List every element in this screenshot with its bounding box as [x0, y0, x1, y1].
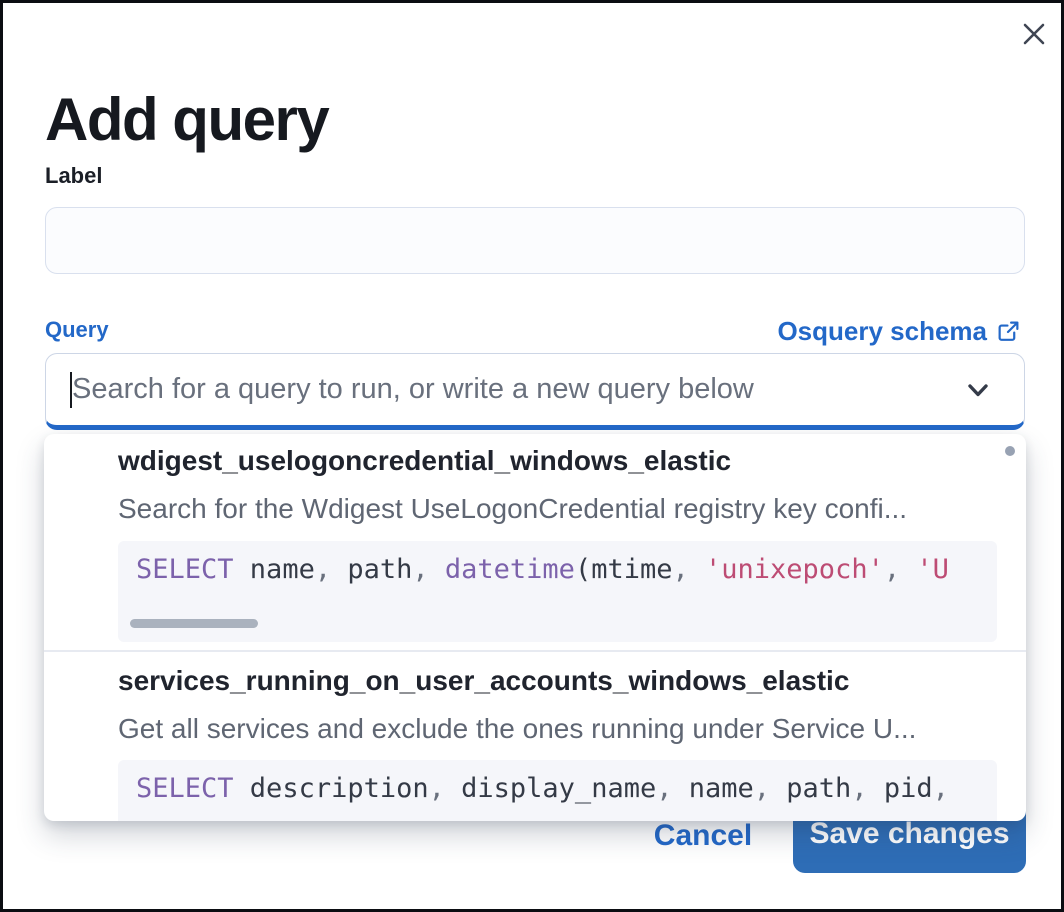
modal-title: Add query	[45, 86, 330, 154]
external-link-icon	[996, 319, 1021, 344]
suggestion-description: Search for the Wdigest UseLogonCredentia…	[118, 493, 908, 524]
suggestion-title: services_running_on_user_accounts_window…	[118, 665, 850, 696]
option-divider	[44, 650, 1026, 652]
osquery-schema-link[interactable]: Osquery schema	[777, 316, 1021, 347]
query-suggestions-popover: wdigest_uselogoncredential_windows_elast…	[44, 434, 1026, 821]
text-cursor	[70, 371, 72, 408]
query-field-label: Query	[45, 317, 109, 342]
sql-code: SELECT name, path, datetime(mtime, 'unix…	[136, 554, 949, 585]
sql-code: SELECT description, display_name, name, …	[136, 773, 949, 804]
close-button[interactable]	[1015, 15, 1053, 53]
combobox-toggle-button[interactable]	[956, 368, 1000, 412]
suggestion-description: Get all services and exclude the ones ru…	[118, 713, 917, 744]
horizontal-scrollbar-thumb[interactable]	[130, 619, 258, 628]
label-field-label: Label	[45, 163, 103, 188]
query-search-combobox[interactable]: Search for a query to run, or write a ne…	[45, 353, 1025, 430]
suggestion-sql-snippet: SELECT name, path, datetime(mtime, 'unix…	[118, 541, 997, 642]
osquery-schema-link-label: Osquery schema	[777, 316, 987, 346]
chevron-down-icon	[962, 374, 994, 406]
suggestion-title: wdigest_uselogoncredential_windows_elast…	[118, 445, 732, 476]
vertical-scrollbar-thumb[interactable]	[1005, 446, 1015, 456]
suggestion-sql-snippet: SELECT description, display_name, name, …	[118, 760, 997, 821]
close-icon	[1019, 19, 1049, 49]
label-input[interactable]	[45, 207, 1025, 274]
cancel-button[interactable]: Cancel	[643, 810, 763, 860]
query-search-input[interactable]: Search for a query to run, or write a ne…	[72, 373, 754, 405]
